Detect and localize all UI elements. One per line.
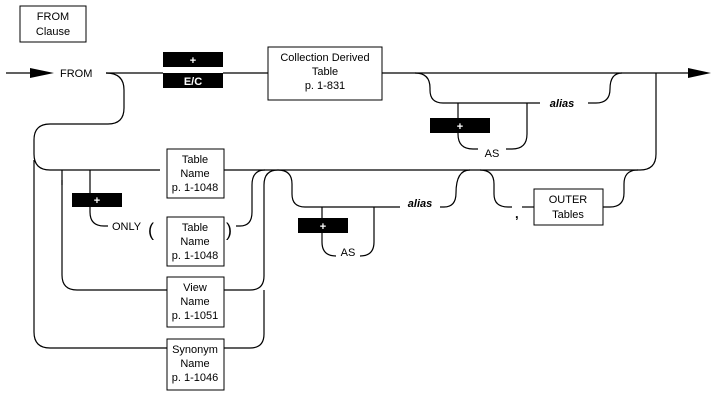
view-name-box: View Name p. 1-1051 bbox=[166, 276, 225, 328]
table-name-box: Table Name p. 1-1048 bbox=[166, 148, 225, 199]
alias-loop-bottom: + AS alias bbox=[277, 169, 471, 259]
svg-text:p. 1-1051: p. 1-1051 bbox=[172, 310, 218, 322]
keyword-only: ONLY bbox=[112, 221, 142, 233]
outer-tables-line-2: Tables bbox=[552, 209, 584, 221]
alias-1: alias bbox=[550, 98, 574, 110]
svg-text:Name: Name bbox=[180, 296, 209, 308]
svg-text:Name: Name bbox=[180, 358, 209, 370]
keyword-as-2: AS bbox=[341, 247, 356, 259]
open-paren: ( bbox=[148, 220, 154, 240]
synonym-exit bbox=[224, 290, 265, 349]
main-line bbox=[106, 68, 711, 78]
view-exit bbox=[224, 169, 279, 291]
close-paren: ) bbox=[226, 220, 232, 240]
svg-text:Name: Name bbox=[180, 168, 209, 180]
lower-return bbox=[639, 73, 657, 171]
view-entry bbox=[61, 170, 167, 291]
lower-branch-descent bbox=[33, 72, 160, 171]
ec-flag-group: + E/C bbox=[163, 52, 223, 88]
svg-text:Table: Table bbox=[182, 154, 208, 166]
title-box: FROM Clause bbox=[19, 5, 87, 43]
svg-text:Table: Table bbox=[312, 66, 338, 78]
svg-text:p. 1-1048: p. 1-1048 bbox=[172, 250, 218, 262]
outer-tables-line-1: OUTER bbox=[549, 194, 588, 206]
title-line-2: Clause bbox=[36, 26, 70, 38]
ec-flag: E/C bbox=[184, 76, 202, 88]
outer-branch: , OUTER Tables bbox=[479, 169, 639, 226]
svg-text:Table: Table bbox=[182, 222, 208, 234]
title-line-1: FROM bbox=[37, 11, 69, 23]
svg-text:Synonym: Synonym bbox=[172, 344, 218, 356]
svg-text:Collection Derived: Collection Derived bbox=[280, 52, 369, 64]
plus-flag-1: + bbox=[190, 55, 196, 67]
svg-text:p. 1-831: p. 1-831 bbox=[305, 80, 345, 92]
svg-text:p. 1-1046: p. 1-1046 bbox=[172, 372, 218, 384]
plus-flag-2: + bbox=[457, 121, 463, 133]
alias-loop-top: + AS alias bbox=[414, 72, 623, 160]
comma: , bbox=[515, 206, 519, 221]
entry-arrow bbox=[6, 68, 54, 78]
only-branch: + ONLY ( ) bbox=[72, 169, 266, 240]
synonym-name-box: Synonym Name p. 1-1046 bbox=[166, 338, 225, 391]
keyword-as-1: AS bbox=[485, 148, 500, 160]
alias-2: alias bbox=[408, 198, 432, 210]
left-branch-rail bbox=[33, 160, 167, 349]
svg-text:Name: Name bbox=[180, 236, 209, 248]
table-name-only-box: Table Name p. 1-1048 bbox=[166, 216, 225, 267]
svg-text:p. 1-1048: p. 1-1048 bbox=[172, 182, 218, 194]
plus-flag-4: + bbox=[320, 221, 326, 233]
svg-text:View: View bbox=[183, 282, 207, 294]
collection-derived-table-box: Collection Derived Table p. 1-831 bbox=[267, 46, 383, 101]
plus-flag-3: + bbox=[94, 195, 100, 207]
keyword-from: FROM bbox=[60, 68, 92, 80]
